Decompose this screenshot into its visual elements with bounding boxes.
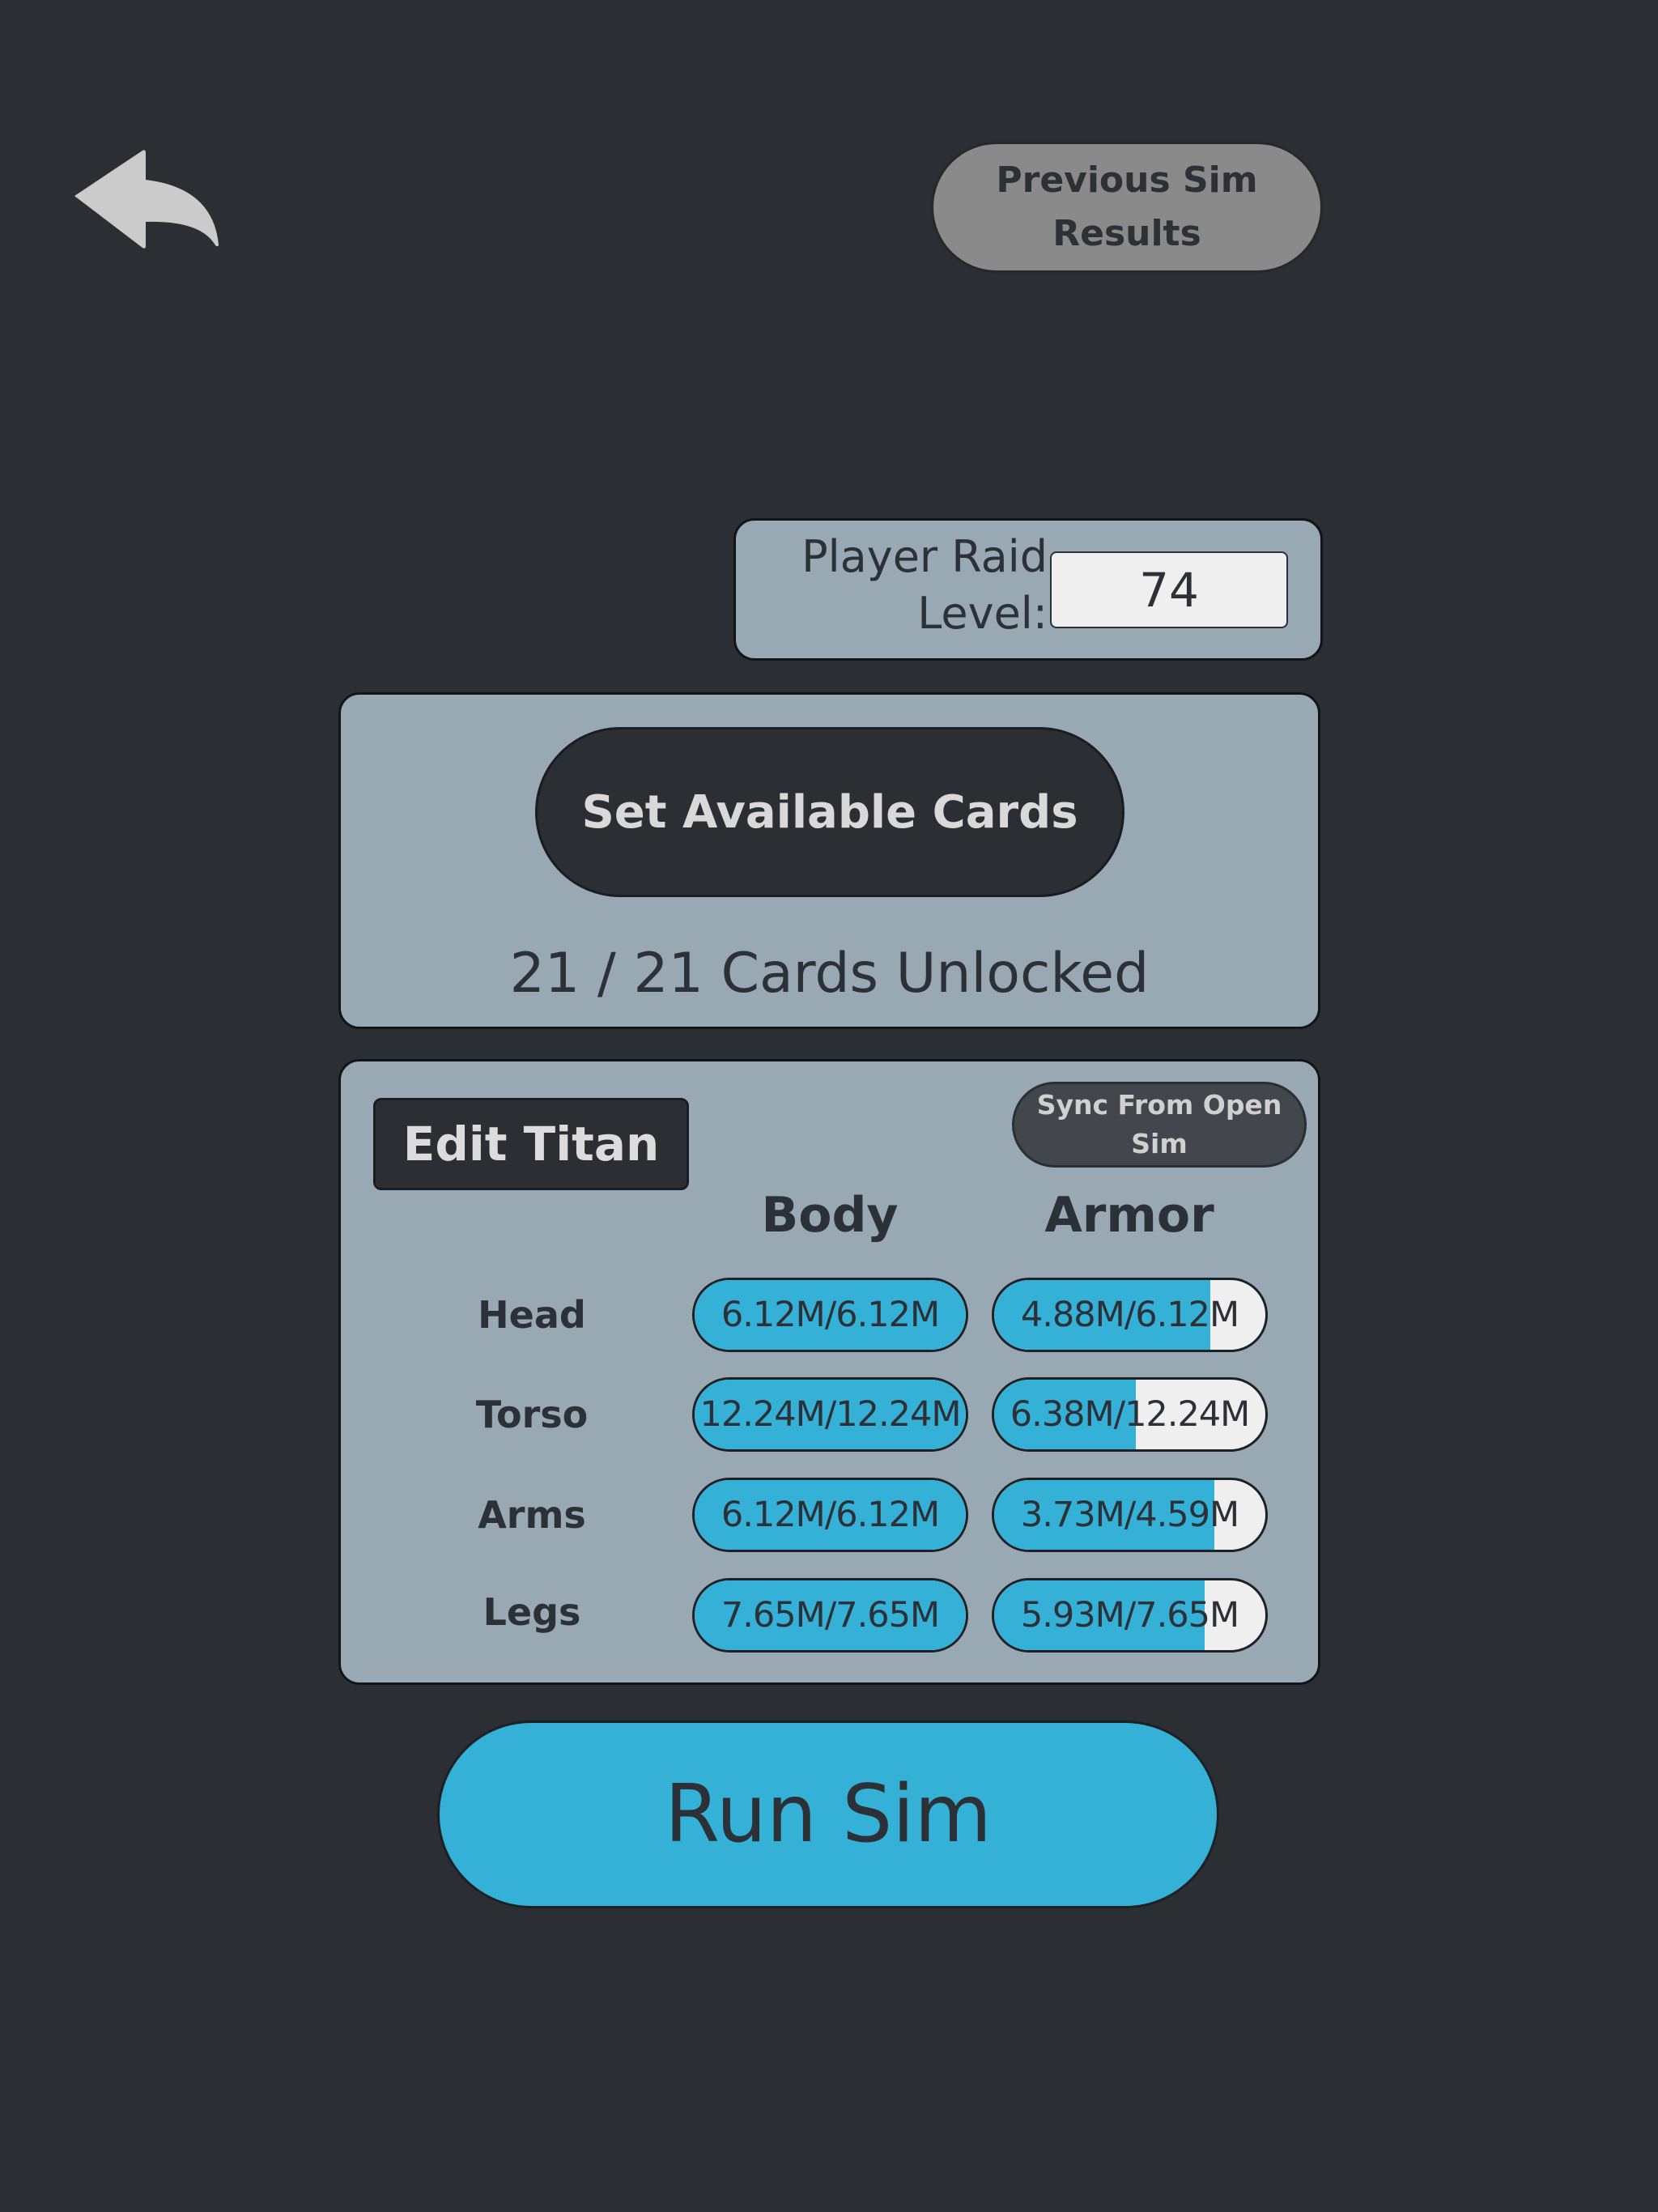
bar-fill bbox=[695, 1480, 966, 1550]
bar-text: 7.65M/7.65M bbox=[721, 1595, 940, 1636]
body-hp-bar-arms[interactable]: 6.12M/6.12M bbox=[692, 1478, 968, 1552]
bar-fill bbox=[994, 1580, 1205, 1650]
column-header-armor: Armor bbox=[1044, 1187, 1214, 1244]
bar-fill bbox=[695, 1280, 966, 1350]
run-sim-button[interactable]: Run Sim bbox=[437, 1721, 1219, 1908]
body-hp-bar-torso[interactable]: 12.24M/12.24M bbox=[692, 1377, 968, 1452]
previous-sim-results-button[interactable]: Previous Sim Results bbox=[931, 142, 1323, 273]
row-label-torso: Torso bbox=[475, 1393, 589, 1436]
run-sim-label: Run Sim bbox=[665, 1768, 992, 1861]
armor-hp-bar-arms[interactable]: 3.73M/4.59M bbox=[992, 1478, 1268, 1552]
armor-hp-bar-torso[interactable]: 6.38M/12.24M bbox=[992, 1377, 1268, 1452]
back-arrow-icon bbox=[74, 150, 219, 249]
row-label-head: Head bbox=[478, 1293, 586, 1337]
armor-hp-bar-head[interactable]: 4.88M/6.12M bbox=[992, 1278, 1268, 1352]
bar-text: 6.12M/6.12M bbox=[721, 1495, 940, 1535]
raid-level-label: Player Raid Level: bbox=[801, 531, 1048, 639]
row-label-legs: Legs bbox=[483, 1590, 581, 1634]
edit-titan-button[interactable]: Edit Titan bbox=[373, 1098, 689, 1190]
row-label-arms: Arms bbox=[478, 1493, 586, 1537]
bar-text: 6.38M/12.24M bbox=[1010, 1394, 1251, 1435]
cards-panel: Set Available Cards 21 / 21 Cards Unlock… bbox=[338, 692, 1320, 1029]
bar-text: 5.93M/7.65M bbox=[1020, 1595, 1239, 1636]
sync-from-open-sim-label: Sync From Open Sim bbox=[1036, 1089, 1282, 1159]
column-header-body: Body bbox=[761, 1187, 899, 1244]
body-hp-bar-legs[interactable]: 7.65M/7.65M bbox=[692, 1578, 968, 1653]
bar-text: 12.24M/12.24M bbox=[699, 1394, 962, 1435]
set-available-cards-button[interactable]: Set Available Cards bbox=[535, 727, 1124, 897]
bar-fill bbox=[994, 1480, 1215, 1550]
bar-fill bbox=[994, 1280, 1210, 1350]
bar-text: 6.12M/6.12M bbox=[721, 1295, 940, 1335]
titan-panel: Edit Titan Sync From Open Sim Body Armor… bbox=[338, 1059, 1320, 1685]
edit-titan-label: Edit Titan bbox=[402, 1117, 660, 1172]
bar-fill bbox=[695, 1380, 966, 1449]
bar-fill bbox=[695, 1580, 966, 1650]
raid-level-input[interactable] bbox=[1050, 551, 1288, 628]
previous-sim-results-label: Previous Sim Results bbox=[996, 160, 1258, 254]
raid-level-panel: Player Raid Level: bbox=[733, 518, 1323, 661]
bar-text: 4.88M/6.12M bbox=[1020, 1295, 1239, 1335]
armor-hp-bar-legs[interactable]: 5.93M/7.65M bbox=[992, 1578, 1268, 1653]
body-hp-bar-head[interactable]: 6.12M/6.12M bbox=[692, 1278, 968, 1352]
back-button[interactable] bbox=[71, 146, 233, 251]
set-available-cards-label: Set Available Cards bbox=[581, 785, 1078, 839]
sync-from-open-sim-button[interactable]: Sync From Open Sim bbox=[1012, 1082, 1307, 1168]
bar-fill bbox=[994, 1380, 1136, 1449]
bar-text: 3.73M/4.59M bbox=[1020, 1495, 1239, 1535]
cards-unlocked-status: 21 / 21 Cards Unlocked bbox=[509, 942, 1150, 1006]
